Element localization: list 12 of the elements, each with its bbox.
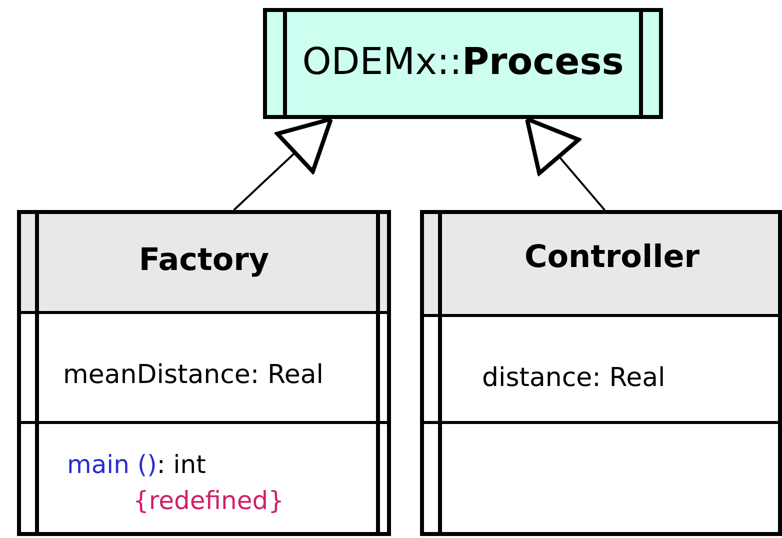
active-class-box: [263, 8, 663, 119]
generalization-arrow: [233, 116, 334, 211]
class-name: ODEMx::Process: [301, 40, 625, 83]
class-box: [17, 210, 391, 536]
class-name: Factory: [138, 242, 270, 278]
property-text: {redefined}: [133, 486, 284, 515]
generalization-arrow: [524, 116, 606, 211]
attribute-text: distance: Real: [482, 363, 666, 393]
class-box: [420, 210, 782, 536]
attribute-text: meanDistance: Real: [63, 360, 324, 390]
operation-text: main (): int: [67, 450, 206, 479]
class-name: Controller: [523, 239, 701, 275]
